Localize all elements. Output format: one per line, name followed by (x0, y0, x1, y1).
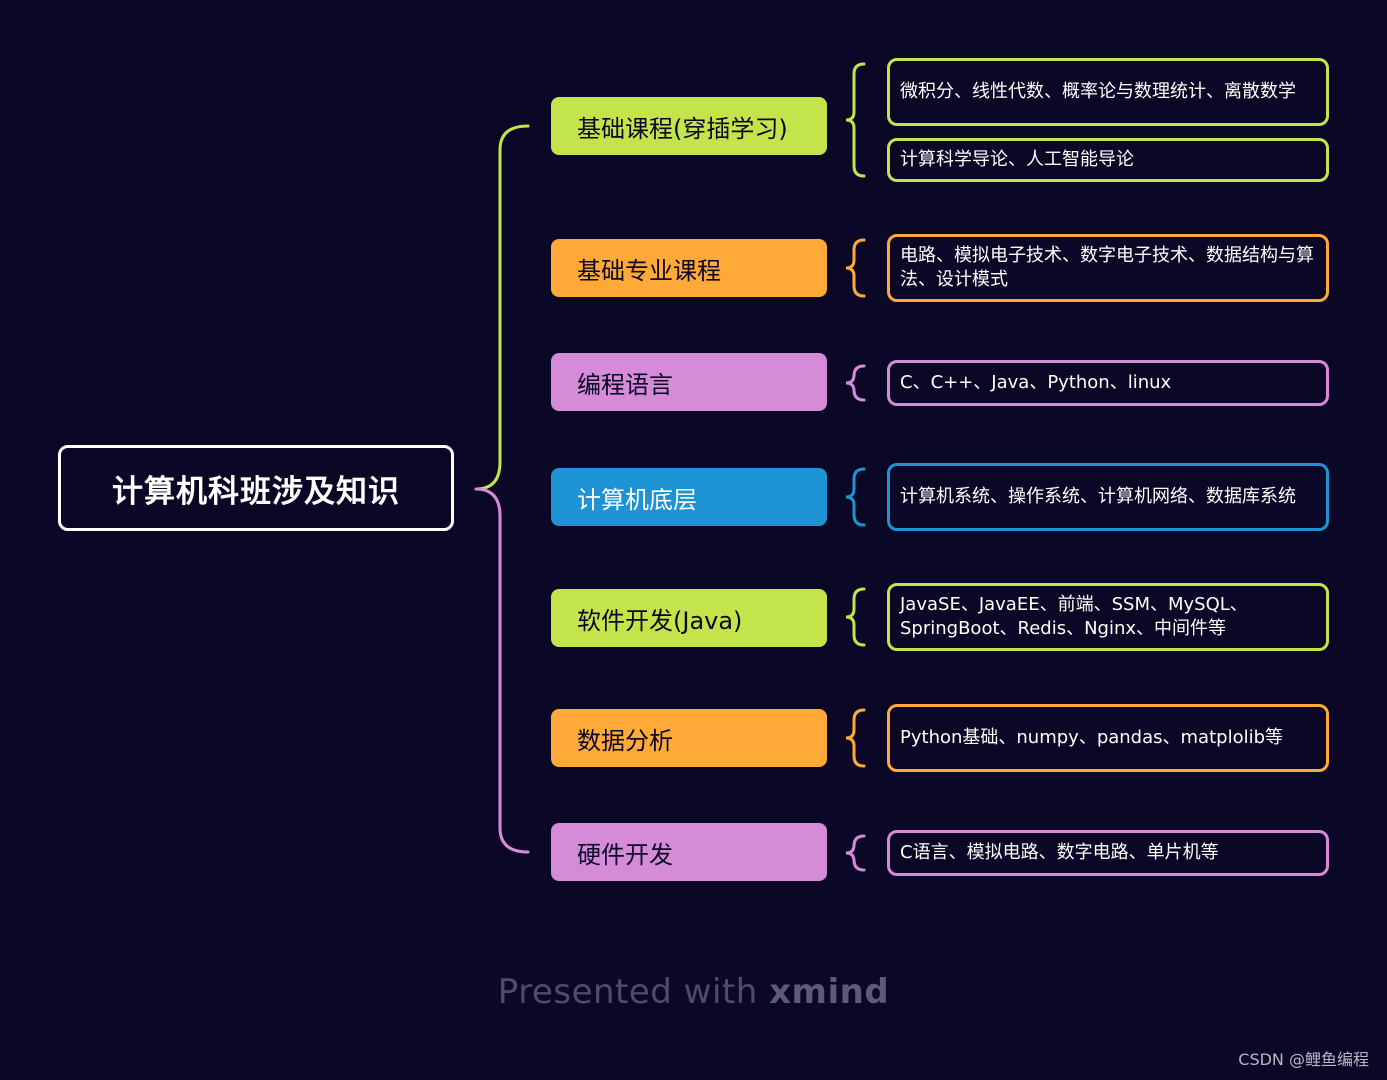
branch-computer-fundamentals[interactable]: 计算机底层 (551, 468, 827, 526)
leaf-math-courses[interactable]: 微积分、线性代数、概率论与数理统计、离散数学 (887, 58, 1329, 126)
connector-root-top (474, 124, 530, 491)
bracket-1 (845, 238, 866, 298)
root-topic[interactable]: 计算机科班涉及知识 (58, 445, 454, 531)
leaf-java-stack[interactable]: JavaSE、JavaEE、前端、SSM、MySQL、SpringBoot、Re… (887, 583, 1329, 651)
leaf-languages[interactable]: C、C++、Java、Python、linux (887, 360, 1329, 406)
leaf-hardware-topics[interactable]: C语言、模拟电路、数字电路、单片机等 (887, 830, 1329, 876)
connector-root-bottom (474, 487, 530, 854)
branch-basic-courses[interactable]: 基础课程(穿插学习) (551, 97, 827, 155)
leaf-systems[interactable]: 计算机系统、操作系统、计算机网络、数据库系统 (887, 463, 1329, 531)
leaf-python-stack[interactable]: Python基础、numpy、pandas、matplolib等 (887, 704, 1329, 772)
branch-hardware-development[interactable]: 硬件开发 (551, 823, 827, 881)
branch-basic-major-courses[interactable]: 基础专业课程 (551, 239, 827, 297)
bracket-6 (845, 834, 866, 872)
bracket-4 (845, 587, 866, 647)
branch-programming-languages[interactable]: 编程语言 (551, 353, 827, 411)
bracket-3 (845, 467, 866, 527)
branch-data-analysis[interactable]: 数据分析 (551, 709, 827, 767)
footer-brand: xmind (769, 972, 890, 1012)
leaf-intro-courses[interactable]: 计算科学导论、人工智能导论 (887, 138, 1329, 182)
footer-prefix: Presented with (497, 972, 770, 1012)
bracket-0 (845, 62, 866, 178)
footer-credit: Presented with xmind (0, 972, 1387, 1012)
watermark: CSDN @鲤鱼编程 (1238, 1050, 1369, 1069)
branch-software-development[interactable]: 软件开发(Java) (551, 589, 827, 647)
bracket-5 (845, 708, 866, 768)
bracket-2 (845, 364, 866, 402)
leaf-major-courses[interactable]: 电路、模拟电子技术、数字电子技术、数据结构与算法、设计模式 (887, 234, 1329, 302)
